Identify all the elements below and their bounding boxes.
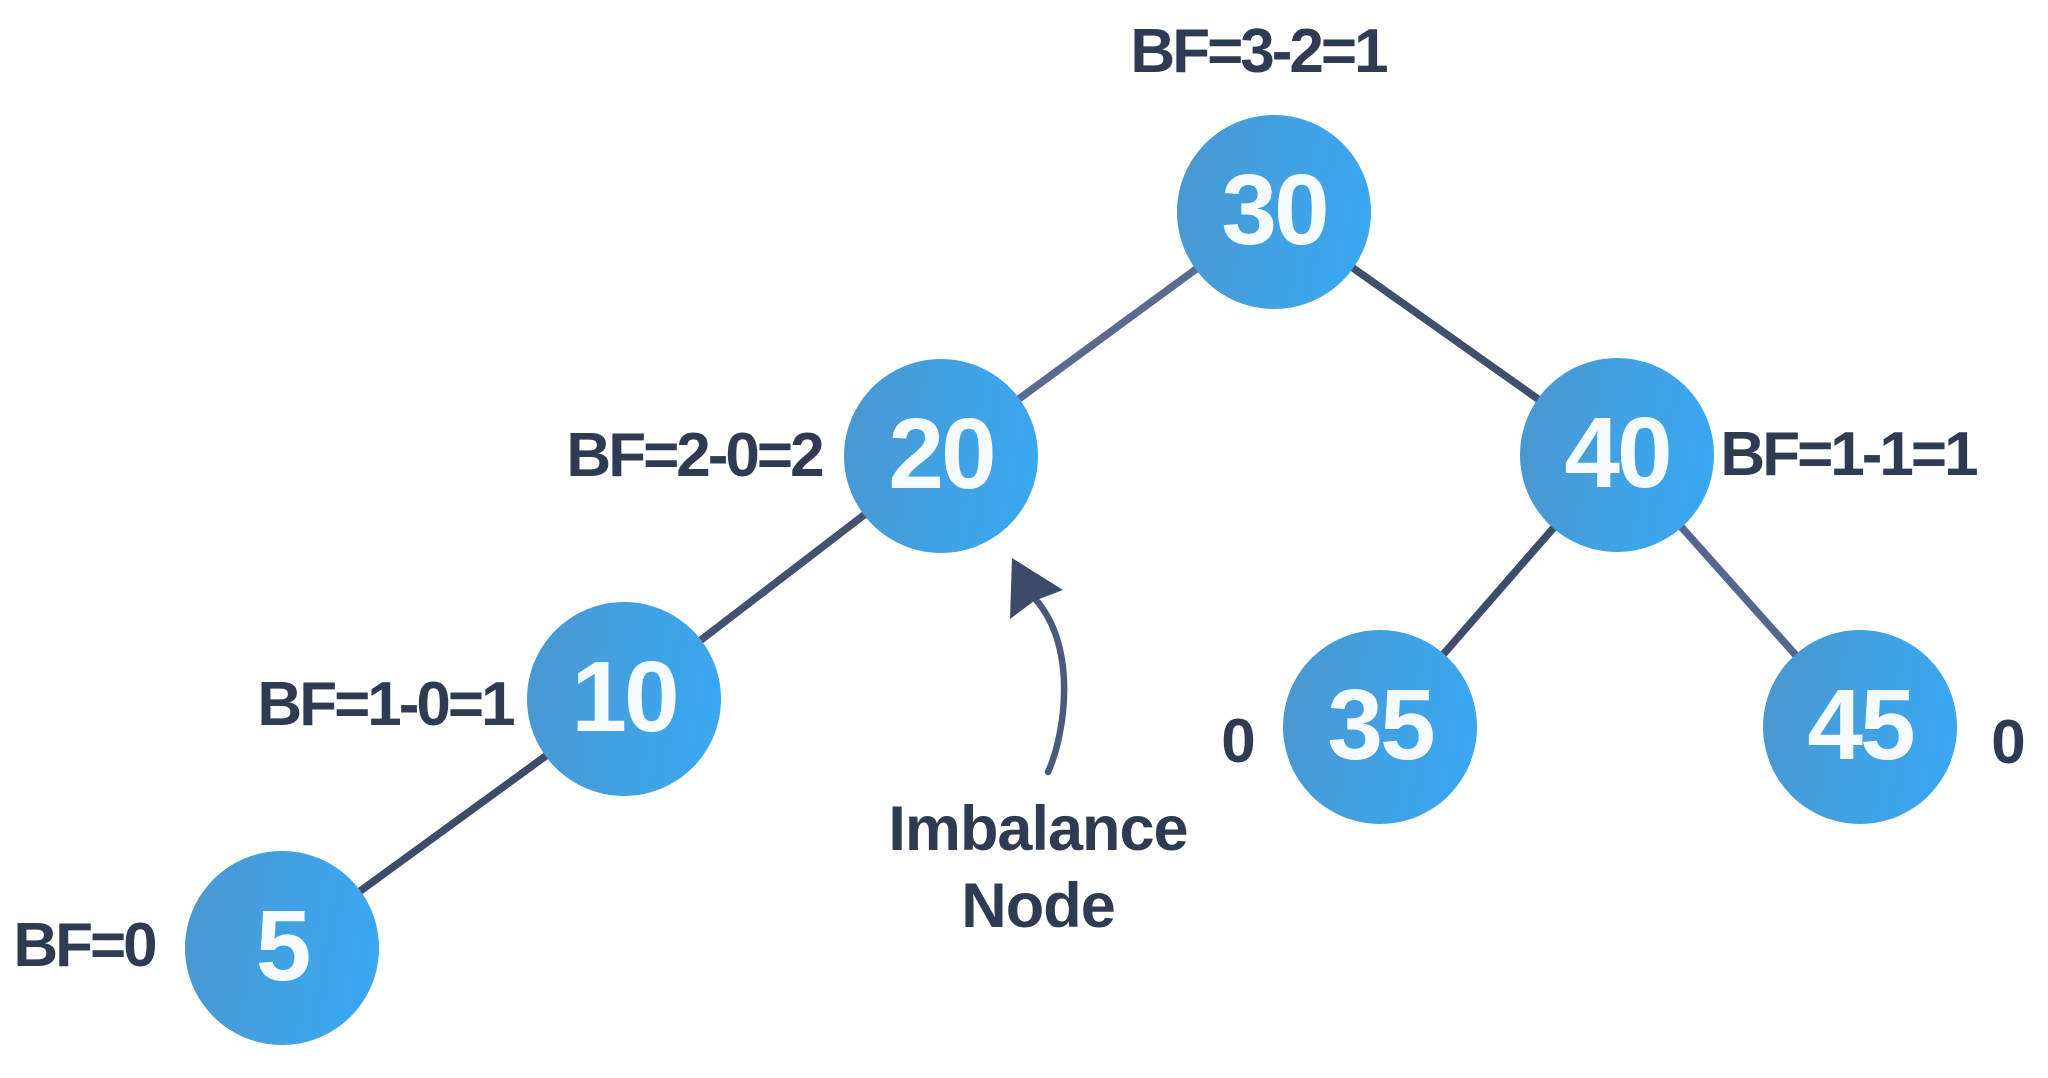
- bf-label-40: BF=1-1=1: [1720, 420, 1978, 489]
- tree-node-30: 30: [1177, 115, 1371, 309]
- node-value: 40: [1564, 397, 1672, 509]
- tree-node-5: 5: [185, 851, 379, 1045]
- bf-label-5: BF=0: [13, 911, 157, 980]
- tree-node-35: 35: [1283, 630, 1477, 824]
- node-value: 5: [255, 890, 312, 1002]
- tree-node-40: 40: [1520, 358, 1714, 552]
- tree-node-20: 20: [844, 359, 1038, 553]
- imbalance-arrow-curve: [1032, 596, 1068, 776]
- node-value: 35: [1327, 669, 1435, 781]
- imbalance-arrowhead-icon: [1010, 558, 1063, 619]
- bf-label-20: BF=2-0=2: [566, 421, 824, 490]
- tree-node-10: 10: [527, 602, 721, 796]
- bf-label-30: BF=3-2=1: [1130, 17, 1388, 86]
- imbalance-node-annotation: Imbalance Node: [888, 791, 1188, 945]
- tree-node-45: 45: [1763, 630, 1957, 824]
- bf-label-45: 0: [1991, 708, 2026, 777]
- node-value: 45: [1807, 669, 1915, 781]
- annotation-line-1: Imbalance: [888, 794, 1188, 865]
- node-value: 10: [571, 641, 679, 753]
- bf-label-10: BF=1-0=1: [257, 670, 515, 739]
- bf-label-35: 0: [1221, 707, 1256, 776]
- annotation-line-2: Node: [961, 871, 1116, 941]
- node-value: 20: [888, 398, 996, 510]
- node-value: 30: [1221, 154, 1329, 266]
